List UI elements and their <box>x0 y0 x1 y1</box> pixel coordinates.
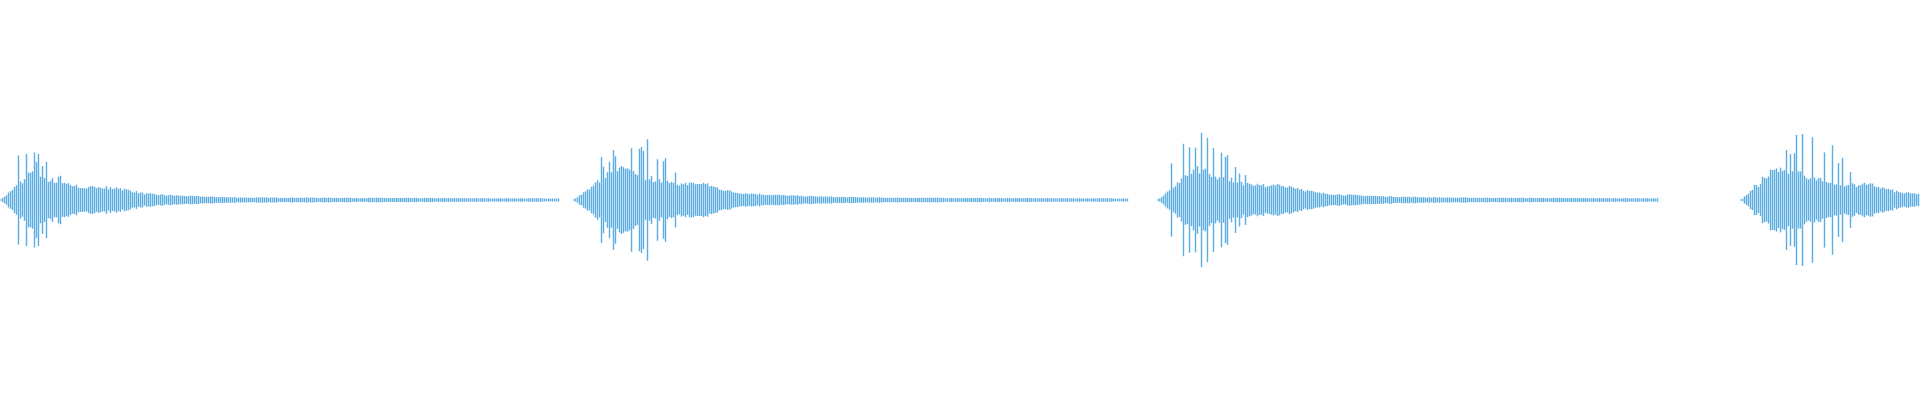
waveform-burst <box>572 139 1129 261</box>
waveform-burst <box>1739 134 1920 266</box>
waveform-samples <box>1156 133 1659 267</box>
waveform-burst <box>0 152 560 248</box>
waveform-samples <box>1739 134 1920 266</box>
waveform-samples <box>572 139 1129 261</box>
waveform-burst <box>1156 133 1659 267</box>
waveform-samples <box>0 152 560 248</box>
